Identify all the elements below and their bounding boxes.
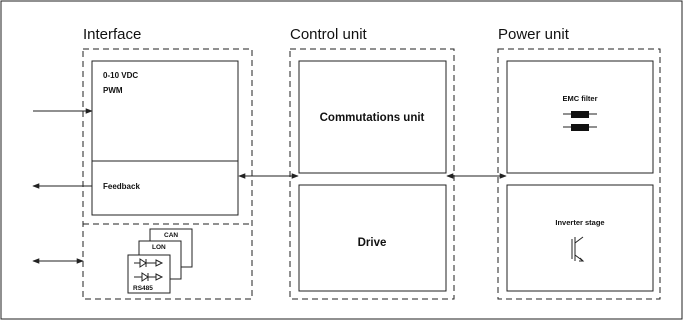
emc-filter-icon [563,111,597,131]
feedback-label: Feedback [103,182,140,191]
interface-title: Interface [83,26,141,43]
optocoupler-icon [134,258,164,282]
bus-cards: CAN LON RS485 [127,228,193,294]
power-unit-group [497,48,661,300]
commutations-unit-label: Commutations unit [320,112,425,124]
transistor-icon [571,236,585,262]
drive-box [298,184,447,292]
commutations-unit-box [298,60,447,174]
signal-voltage-label: 0-10 VDC [103,71,138,80]
interface-signal-box [91,60,239,216]
signal-pwm-label: PWM [103,86,123,95]
rs485-label: RS485 [133,285,153,292]
rs485-card [127,254,171,294]
inverter-stage-label: Inverter stage [555,218,604,227]
inverter-stage-box [506,184,654,292]
emc-filter-label: EMC filter [562,94,597,103]
can-label: CAN [164,232,178,239]
control-unit-title: Control unit [290,26,368,43]
drive-label: Drive [358,237,387,249]
lon-label: LON [152,244,166,251]
power-unit-title: Power unit [498,26,570,43]
